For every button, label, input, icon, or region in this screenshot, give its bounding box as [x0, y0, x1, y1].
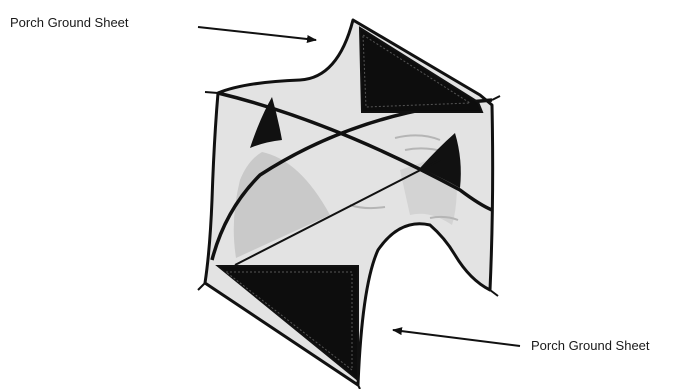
callout-label-bottom: Porch Ground Sheet	[531, 339, 650, 352]
porch-ground-sheet-top	[360, 28, 482, 112]
callout-arrow-top	[198, 27, 316, 40]
callout-label-top: Porch Ground Sheet	[10, 16, 129, 29]
callout-arrow-bottom	[393, 330, 520, 346]
porch-ground-sheet-bottom	[218, 266, 358, 380]
